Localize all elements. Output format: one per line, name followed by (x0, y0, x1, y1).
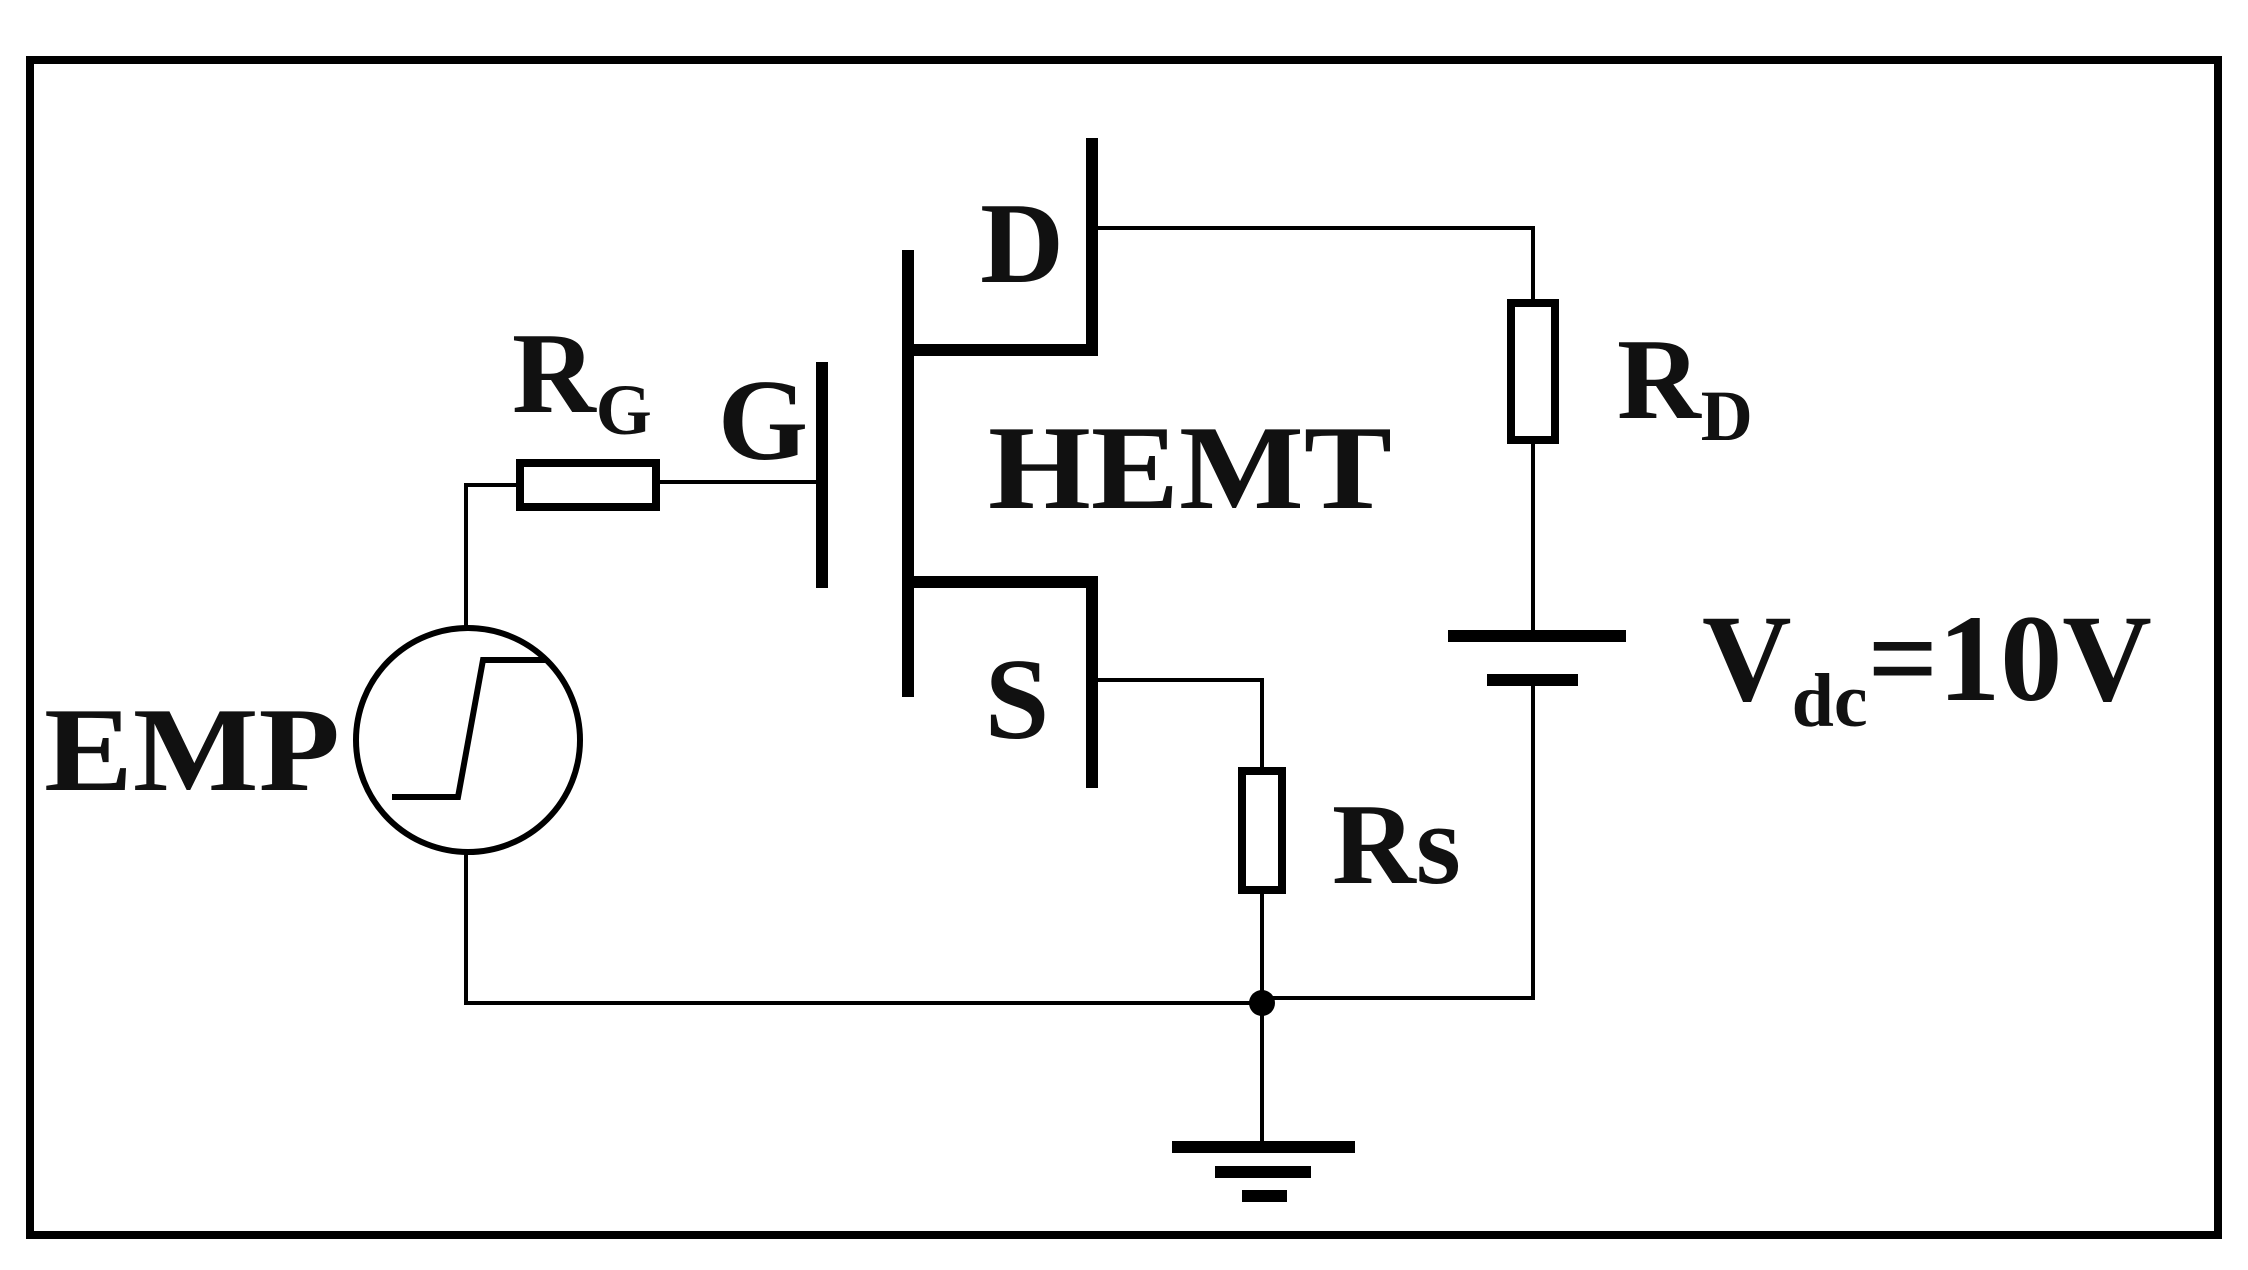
gate-resistor (516, 459, 660, 511)
dc-supply-battery (1448, 630, 1626, 686)
drain-resistor-label-sub: D (1701, 376, 1753, 456)
drain-resistor-label-main: R (1617, 316, 1702, 444)
emp-label: EMP (44, 683, 340, 816)
emp-source (353, 625, 583, 855)
hemt-source-lead (908, 576, 1098, 788)
ground-icon (1172, 1141, 1355, 1202)
supply-voltage-label: Vdc=10V (1702, 590, 2152, 743)
hemt-drain-lead (908, 138, 1098, 356)
hemt-label: HEMT (988, 401, 1392, 534)
source-resistor-label: Rs (1332, 781, 1461, 909)
emp-to-rg-wire (464, 483, 522, 630)
source-label: S (985, 636, 1050, 764)
emp-to-node-wire (464, 851, 1264, 1005)
source-resistor (1238, 767, 1286, 894)
supply-label-main: V (1702, 590, 1792, 727)
supply-label-value: =10V (1868, 590, 2152, 727)
junction-node (1249, 990, 1275, 1016)
gate-resistor-label-main: R (512, 310, 597, 438)
drain-wire (1096, 226, 1535, 305)
hemt-transistor (816, 138, 1098, 788)
gate-resistor-label: RG (512, 310, 652, 450)
gate-label: G (718, 357, 808, 485)
step-pulse-icon (392, 657, 546, 800)
supply-to-ground-wire (1260, 680, 1535, 1000)
drain-resistor (1507, 299, 1559, 444)
drain-label: D (980, 180, 1064, 308)
source-wire (1096, 678, 1264, 773)
gate-resistor-label-sub: G (596, 370, 652, 450)
supply-label-sub: dc (1792, 659, 1868, 743)
diagram-frame (26, 56, 2222, 1239)
drain-resistor-label: RD (1617, 316, 1753, 456)
